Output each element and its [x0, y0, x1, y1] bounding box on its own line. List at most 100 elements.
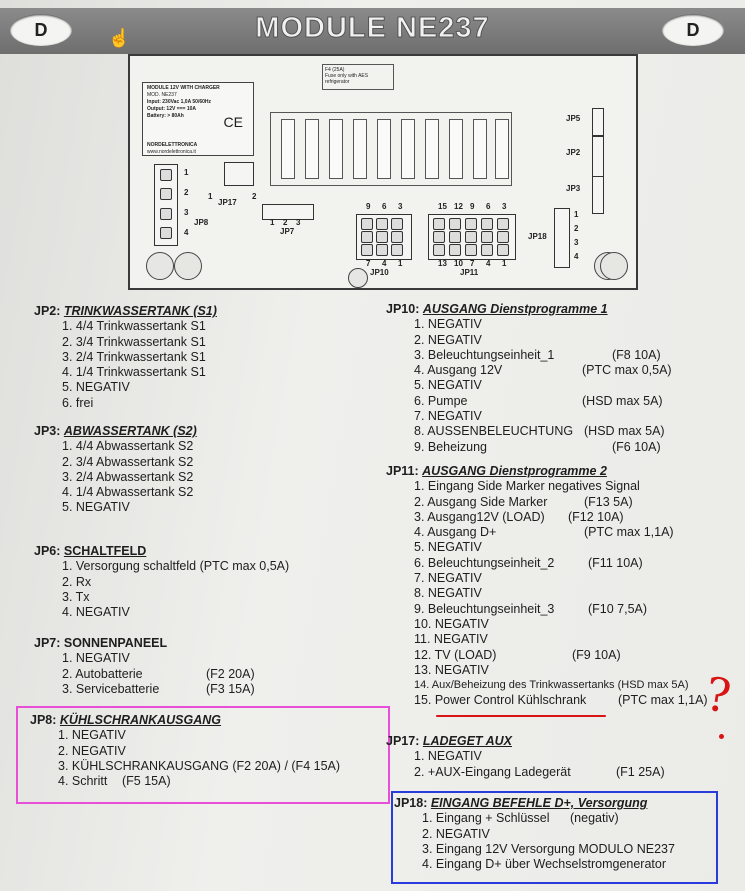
item-text: 6. Pumpe	[414, 393, 468, 408]
jp8-pin-number: 3	[184, 208, 189, 217]
list-item: 9. Beleuchtungseinheit_3(F10 7,5A)	[386, 602, 689, 617]
item-note: (PTC max 1,1A)	[584, 525, 674, 540]
item-note: (F11 10A)	[588, 555, 643, 570]
fuse	[449, 119, 463, 179]
heading-title: SCHALTFELD	[63, 544, 147, 558]
heading-prefix: JP17:	[386, 734, 423, 748]
section-jp8: JP8: KÜHLSCHRANKAUSGANG 1. NEGATIV 2. NE…	[30, 713, 340, 789]
jp17-pin-number: 1	[208, 192, 213, 201]
pin	[449, 218, 461, 230]
jp17-pin-number: 2	[252, 192, 257, 201]
badge-right: D	[662, 14, 724, 46]
list-item: 5. NEGATIV	[386, 378, 608, 393]
item-text: 2. Autobatterie	[62, 666, 143, 681]
jp10-label: JP10	[370, 268, 389, 277]
list-item: 14. Aux/Beheizung des Trinkwassertanks (…	[386, 678, 689, 693]
section-heading: JP8: KÜHLSCHRANKAUSGANG	[30, 713, 340, 728]
list-item: 4. Ausgang 12V(PTC max 0,5A)	[386, 363, 672, 378]
list-item: 4. Schritt(F5 15A)	[30, 774, 340, 789]
heading-title: AUSGANG Dienstprogramme 2	[422, 464, 607, 478]
badge-left: D	[10, 14, 72, 46]
jp8-connector	[154, 164, 178, 246]
pin	[433, 218, 445, 230]
item-text: 7. NEGATIV	[414, 409, 482, 424]
jp10-pin-number: 1	[398, 259, 403, 268]
list-item: 4. Ausgang D+(PTC max 1,1A)	[386, 525, 689, 540]
heading-prefix: JP10:	[386, 302, 423, 316]
jp2-connector	[592, 136, 604, 178]
module-diagram: MODULE 12V WITH CHARGER MOD. NE237 Input…	[128, 54, 638, 290]
pin	[160, 208, 172, 220]
heading-prefix: JP18:	[394, 796, 431, 810]
item-text: 12. TV (LOAD)	[414, 647, 497, 662]
list-item: 5. NEGATIV	[62, 380, 130, 395]
heading-prefix: JP2:	[34, 304, 64, 318]
jp7-connector	[262, 204, 314, 220]
item-text: 4. Schritt	[58, 774, 108, 789]
item-text: 8. AUSSENBELEUCHTUNG	[414, 424, 574, 439]
item-text: 9. Beleuchtungseinheit_3	[414, 601, 555, 616]
jp10-pin-number: 3	[398, 202, 403, 211]
item-text: 1. Eingang Side Marker negatives Signal	[414, 479, 640, 494]
list-item: 10. NEGATIV	[386, 617, 689, 632]
list-item: 3. 2/4 Abwassertank S2	[62, 469, 194, 484]
warning-line: Fuse only with AES	[325, 73, 369, 79]
item-note: (F9 10A)	[572, 647, 621, 662]
pin	[449, 231, 461, 243]
list-item: 1. NEGATIV	[58, 728, 126, 743]
pin	[361, 244, 373, 256]
section-heading: JP10: AUSGANG Dienstprogramme 1	[386, 302, 608, 317]
jp11-label: JP11	[460, 268, 479, 277]
list-item: 2. Ausgang Side Marker(F13 5A)	[386, 495, 689, 510]
list-item: 12. TV (LOAD) (F9 10A)	[386, 648, 689, 663]
list-item: 3. Tx	[62, 589, 90, 604]
list-item: 1. Eingang + Schlüssel(negativ)	[394, 811, 675, 826]
red-underline	[436, 715, 606, 717]
list-item: 4. Eingang D+ über Wechselstromgenerator	[394, 857, 675, 872]
item-note: (F8 10A)	[612, 347, 661, 362]
heading-title: LADEGET AUX	[422, 734, 512, 748]
item-text: 2. Ausgang Side Marker	[414, 494, 548, 509]
pin	[160, 227, 172, 239]
pin	[465, 218, 477, 230]
warning-line: F4 (25A)	[325, 67, 345, 73]
jp18-label: JP18	[528, 232, 547, 241]
list-item: 2. NEGATIV	[394, 827, 675, 842]
mounting-hole	[174, 252, 202, 280]
jp7-label: JP7	[280, 227, 295, 236]
list-item: 1. Versorgung schaltfeld (PTC max 0,5A)	[62, 559, 290, 574]
item-text: 2. +AUX-Eingang Ladegerät	[414, 764, 571, 779]
list-item: 8. NEGATIV	[386, 586, 689, 601]
section-jp18: JP18: EINGANG BEFEHLE D+, Versorgung 1. …	[394, 796, 675, 872]
list-item: 1. NEGATIV	[386, 317, 608, 332]
section-heading: JP2: TRINKWASSERTANK (S1)	[34, 304, 217, 319]
jp18-pin-number: 2	[574, 224, 579, 233]
section-jp7: JP7: SONNENPANEEL 1. NEGATIV 2. Autobatt…	[34, 636, 255, 697]
jp10-pin-number: 4	[382, 259, 387, 268]
item-note: (F3 15A)	[206, 681, 255, 696]
item-text: 7. NEGATIV	[414, 571, 482, 586]
item-text: 1. NEGATIV	[414, 317, 482, 332]
list-item: 2. 3/4 Trinkwassertank S1	[62, 334, 206, 349]
section-jp6: JP6: SCHALTFELD 1. Versorgung schaltfeld…	[34, 544, 289, 620]
item-note: (F12 10A)	[568, 509, 624, 524]
pin	[465, 231, 477, 243]
jp11-pin-number: 3	[502, 202, 507, 211]
jp7-pin-number: 2	[283, 218, 288, 227]
list-item: 5. NEGATIV	[62, 500, 130, 515]
label-line: MOD. NE237	[147, 92, 177, 98]
item-text: 1. NEGATIV	[414, 749, 482, 764]
list-item: 3. Eingang 12V Versorgung MODULO NE237	[394, 842, 675, 857]
fuse-warning: F4 (25A) Fuse only with AES refrigerator	[322, 64, 394, 90]
question-mark-dot	[719, 734, 724, 739]
pin	[160, 188, 172, 200]
heading-title: AUSGANG Dienstprogramme 1	[422, 302, 608, 316]
title-banner: MODULE NE237	[0, 8, 745, 54]
list-item: 2. Rx	[62, 574, 92, 589]
pin	[481, 244, 493, 256]
question-mark-annotation: ?	[702, 666, 735, 724]
jp11-pin-number: 10	[454, 259, 463, 268]
heading-title: KÜHLSCHRANKAUSGANG	[59, 713, 221, 727]
list-item: 6. frei	[62, 395, 94, 410]
list-item: 2. NEGATIV	[58, 743, 126, 758]
